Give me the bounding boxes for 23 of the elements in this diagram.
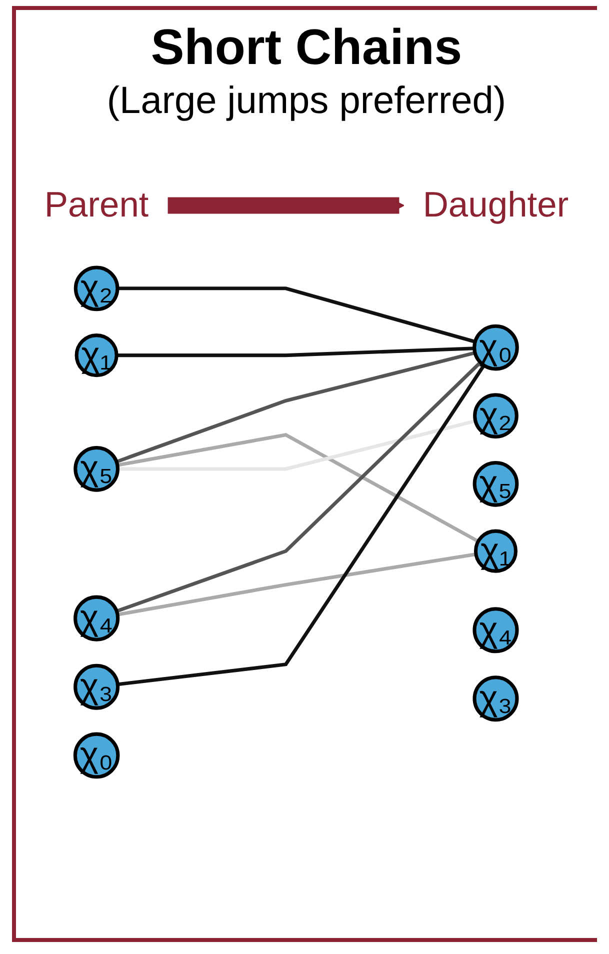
node-circle: χ₂: [74, 266, 120, 312]
node-circle: χ₅: [472, 460, 519, 507]
node-circle: χ₄: [472, 607, 519, 654]
connector: [117, 364, 486, 686]
node-text: Daughter: [422, 186, 569, 225]
connector: [117, 552, 476, 616]
node-circle: χ₀: [73, 732, 120, 779]
connector: [116, 346, 474, 358]
connector: [116, 351, 476, 464]
connector: [117, 433, 480, 543]
node-circle: χ₄: [74, 595, 120, 642]
arrow: [168, 197, 404, 214]
node-circle: χ₀: [472, 324, 519, 371]
title: Short Chains: [150, 18, 464, 76]
subtitle: (Large jumps preferred): [106, 80, 508, 123]
connector: [118, 419, 476, 471]
node-circle: χ₂: [473, 393, 518, 439]
node-circle: χ₅: [74, 446, 120, 492]
connector: [117, 286, 476, 344]
node-circle: χ₃: [472, 676, 519, 722]
node-text: Parent: [44, 186, 149, 225]
node-circle: χ₃: [74, 664, 120, 710]
connector: [116, 361, 482, 613]
